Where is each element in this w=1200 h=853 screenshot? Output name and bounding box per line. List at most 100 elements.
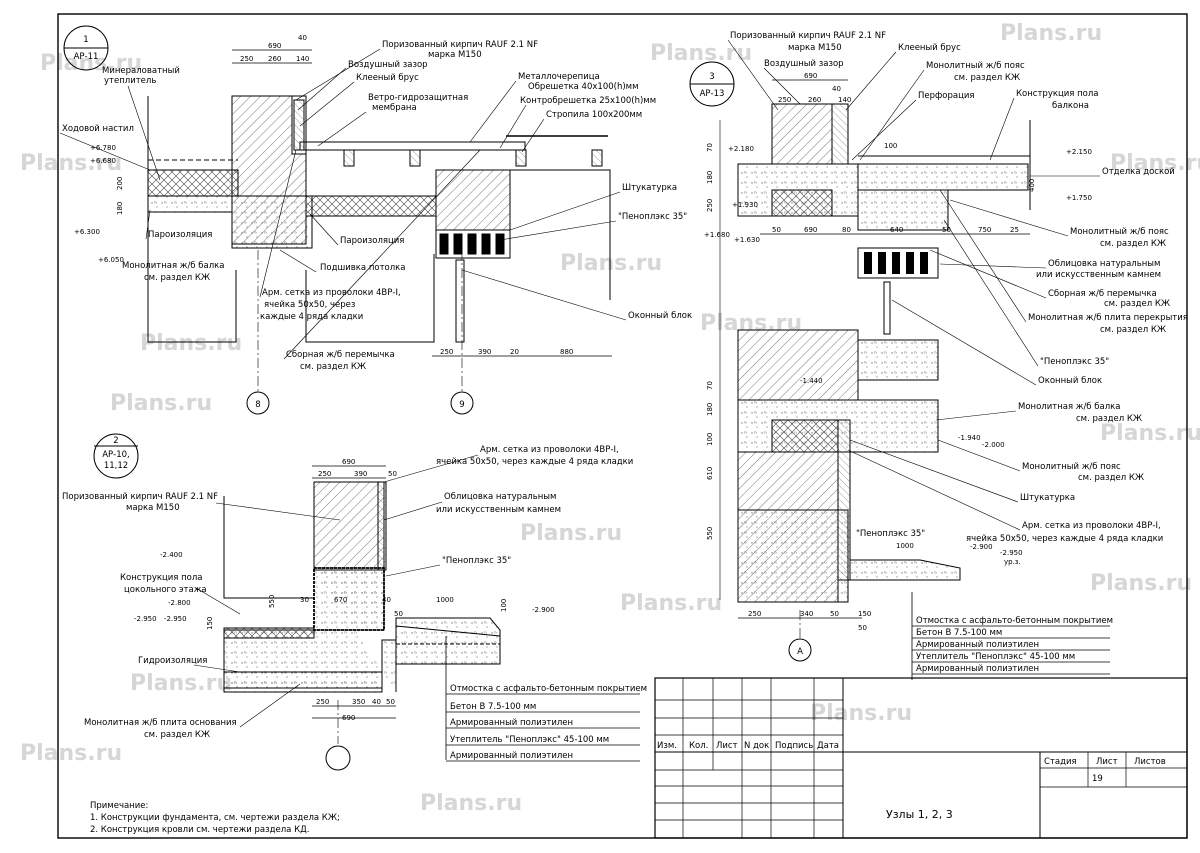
dim: 50 — [394, 610, 403, 618]
dim: 70 — [706, 143, 714, 152]
axis-label: 9 — [459, 400, 464, 410]
level: +2.180 — [728, 145, 754, 153]
watermark: Plans.ru — [1000, 21, 1102, 46]
watermark: Plans.ru — [420, 791, 522, 816]
level: +6.050 — [98, 256, 124, 264]
node-2-legend: Отмостка с асфальто-бетонным покрытием Б… — [445, 636, 647, 762]
level: -2.950 — [164, 615, 187, 623]
node-2-number: 2 — [113, 436, 118, 446]
watermark: Plans.ru — [130, 671, 232, 696]
watermark: Plans.ru — [1110, 151, 1200, 176]
node-2-ref: АР-10, — [102, 450, 130, 460]
level: +1.930 — [732, 201, 758, 209]
watermark: Plans.ru — [520, 521, 622, 546]
legend-item: Армированный полиэтилен — [450, 751, 573, 761]
label: ячейка 50х50, через каждые 4 ряда кладки — [436, 457, 633, 467]
label: мембрана — [372, 103, 417, 113]
dim: 180 — [116, 202, 124, 215]
dim: 550 — [268, 595, 276, 608]
node-1: 1 АР-11 — [59, 25, 692, 415]
level: -2.400 — [160, 551, 183, 559]
dim: 690 — [268, 42, 281, 50]
level: +6.680 — [90, 157, 116, 165]
label: Конструкция пола — [1016, 89, 1099, 99]
axis-label: А — [797, 647, 803, 657]
label: Клееный брус — [898, 43, 961, 53]
level: -2.800 — [168, 599, 191, 607]
title-col: Кол. — [689, 741, 708, 751]
label: Гидроизоляция — [138, 656, 207, 666]
label: Оконный блок — [628, 311, 692, 321]
watermark: Plans.ru — [20, 151, 122, 176]
dim: 400 — [1028, 179, 1036, 192]
label: Конструкция пола — [120, 573, 203, 583]
balcony-slab — [857, 163, 1029, 191]
title-col: Лист — [716, 741, 738, 751]
window-block — [455, 259, 465, 343]
label: балкона — [1052, 101, 1089, 111]
node-2: 2 АР-10, 11,12 690 250 390 50 550 150 30… — [62, 433, 647, 771]
dim: 50 — [830, 610, 839, 618]
label: или искусственным камнем — [1036, 270, 1161, 280]
label: Штукатурка — [1020, 493, 1075, 503]
roof-line — [299, 141, 526, 151]
axis-a-marker — [788, 638, 812, 662]
label: см. раздел КЖ — [144, 730, 210, 740]
dim: 390 — [354, 470, 367, 478]
label: Монолитная ж/б плита перекрытия — [1028, 313, 1188, 323]
stage-header: Стадия — [1044, 757, 1077, 767]
dim: 250 — [778, 96, 791, 104]
level: +2.150 — [1066, 148, 1092, 156]
label: см. раздел КЖ — [144, 273, 210, 283]
label: Сборная ж/б перемычка — [286, 350, 395, 360]
label: каждые 4 ряда кладки — [260, 312, 363, 322]
dim: 250 — [316, 698, 329, 706]
dim: 140 — [838, 96, 851, 104]
level: -2.900 — [970, 543, 993, 551]
dim: 390 — [478, 348, 491, 356]
notes-item: 1. Конструкции фундамента, см. чертежи р… — [90, 813, 340, 823]
watermark-layer: Plans.ru Plans.ru Plans.ru Plans.ru Plan… — [20, 21, 1200, 816]
node-2-ref: 11,12 — [104, 461, 128, 471]
level: -2.000 — [982, 441, 1005, 449]
legend-item: Утеплитель "Пеноплэкс" 45-100 мм — [450, 735, 609, 745]
dim: 100 — [884, 142, 897, 150]
dim: 750 — [978, 226, 991, 234]
dim: 40 — [372, 698, 381, 706]
dim: 40 — [832, 85, 841, 93]
legend-item: Армированный полиэтилен — [450, 718, 573, 728]
label: Штукатурка — [622, 183, 677, 193]
dim: 50 — [858, 624, 867, 632]
label: см. раздел КЖ — [1100, 239, 1166, 249]
title-col: N док — [744, 741, 769, 751]
sheet-number: 19 — [1092, 774, 1103, 784]
level: +1.630 — [734, 236, 760, 244]
legend-item: Армированный полиэтилен — [916, 640, 1039, 650]
legend-item: Бетон В 7.5-100 мм — [450, 702, 536, 712]
dim: 260 — [808, 96, 821, 104]
label: см. раздел КЖ — [1076, 414, 1142, 424]
dim: 880 — [560, 348, 573, 356]
dim: 25 — [1010, 226, 1019, 234]
dim: 50 — [942, 226, 951, 234]
watermark: Plans.ru — [20, 741, 122, 766]
mineral-insulation — [147, 169, 239, 197]
dim: 50 — [386, 698, 395, 706]
brick-wall — [313, 481, 385, 571]
label: Отделка доской — [1102, 167, 1175, 177]
label: Перфорация — [918, 91, 975, 101]
axis-9-marker — [450, 391, 474, 415]
label: Арм. сетка из проволоки 4ВР-I, — [480, 445, 619, 455]
dim: 180 — [706, 403, 714, 416]
label: Арм. сетка из проволоки 4ВР-I, — [1022, 521, 1161, 531]
level: -2.900 — [532, 606, 555, 614]
dim: 250 — [748, 610, 761, 618]
monolithic-beam — [231, 195, 313, 249]
notes-title: Примечание: — [90, 801, 148, 811]
label: Пароизоляция — [148, 230, 212, 240]
title-col: Подпись — [775, 741, 813, 751]
watermark: Plans.ru — [110, 391, 212, 416]
dim: 40 — [382, 596, 391, 604]
